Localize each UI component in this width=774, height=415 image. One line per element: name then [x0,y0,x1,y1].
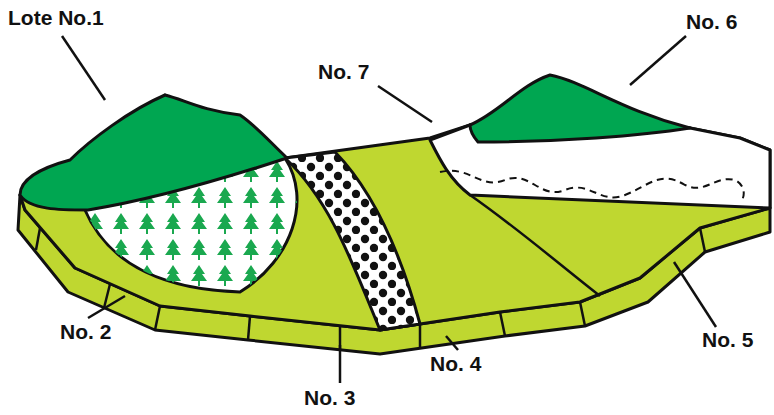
callout-label: No. 5 [702,328,753,352]
hill-lot-1 [20,95,287,210]
callout-label: No. 6 [686,10,737,34]
callout-label: No. 7 [318,60,369,84]
dot-fill [285,152,420,330]
hill-lot-6 [470,75,690,142]
callout-label: Lote No.1 [8,6,104,30]
callout-label: No. 3 [304,386,355,410]
leader-lines [62,36,716,383]
callout-label: No. 2 [60,320,111,344]
dashed-stream [440,171,744,200]
callout-label: No. 4 [430,352,481,376]
lot-boundary [470,195,600,296]
dotted-strip [285,152,420,330]
